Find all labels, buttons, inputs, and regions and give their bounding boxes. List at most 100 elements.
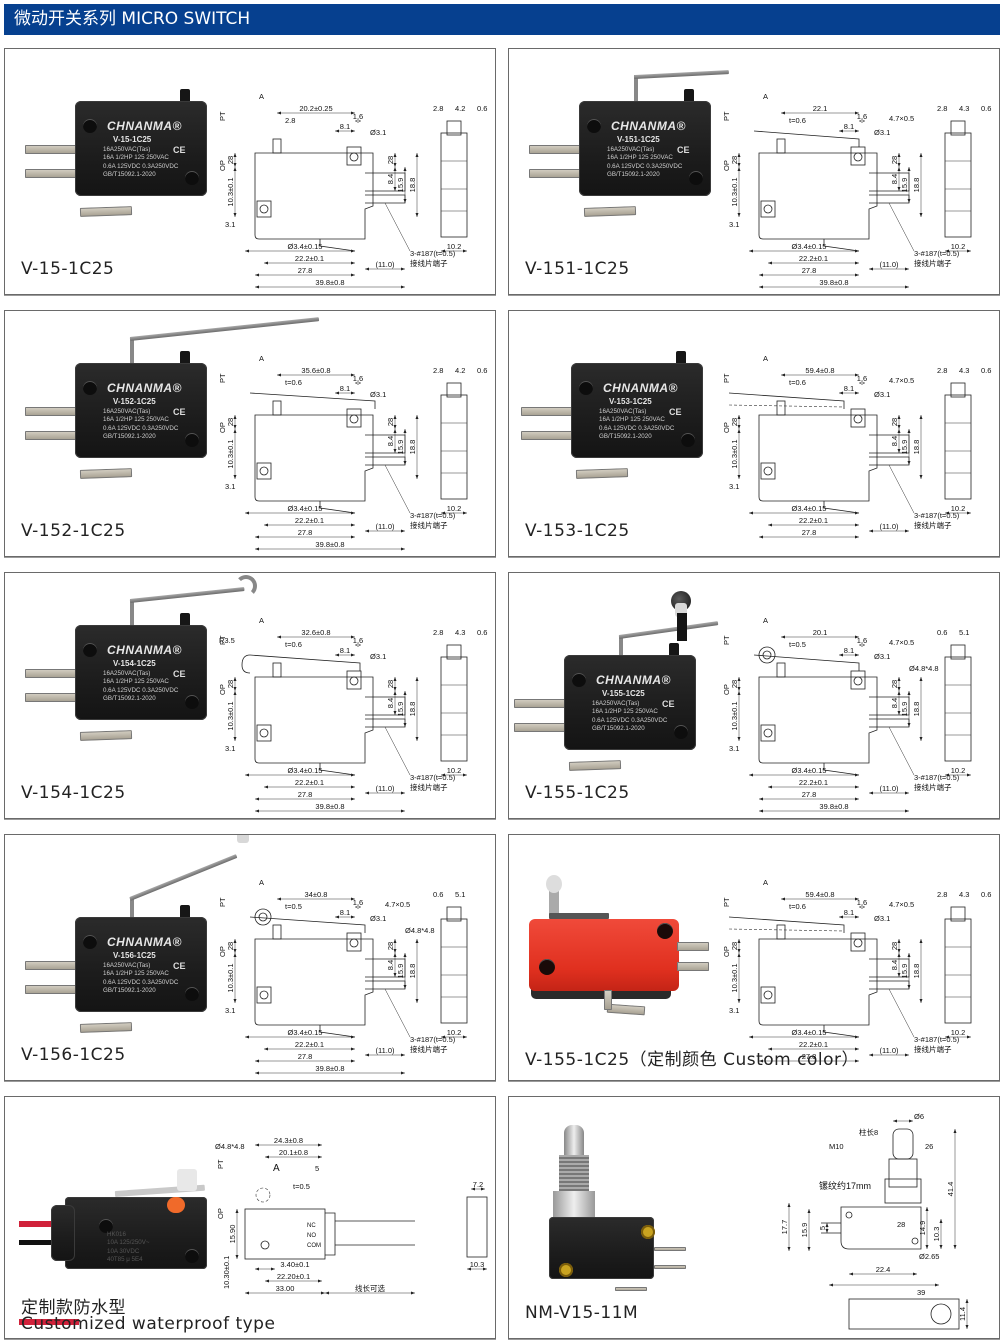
roller-axle <box>762 650 772 660</box>
operating-position-label: OP <box>722 946 731 957</box>
side-dimension-label: 2.8 <box>937 890 947 899</box>
dimension-label: 8.1 <box>844 384 854 393</box>
front-view: 59.4±0.8t=0.6A1.68.1Ø3.1PTOP2810.3±0.128… <box>722 878 960 1063</box>
actuation-point-label: A <box>763 878 768 887</box>
actuator-orange <box>167 1197 185 1213</box>
switch-body <box>529 919 679 991</box>
terminal <box>615 1287 647 1291</box>
hole-diameter-label: Ø3.1 <box>874 128 890 137</box>
dimension-label: 20.1 <box>813 628 828 637</box>
technical-drawing: 20.2±0.252.8A1.68.1Ø3.1PTOP2810.3±0.1288… <box>218 92 487 289</box>
dimension-label: 22.1 <box>813 104 828 113</box>
mount-boss <box>256 200 272 218</box>
mount-hole <box>674 725 688 739</box>
dimension-label: 10.3±0.1 <box>226 177 235 206</box>
side-plunger <box>950 120 966 136</box>
arrow-icon <box>335 391 355 395</box>
model-number: V-152-1C25 <box>113 397 156 406</box>
plunger <box>180 613 190 627</box>
dimension-label: (11.0) <box>375 260 395 269</box>
lever-hook <box>235 575 257 597</box>
dimension-label: 39.8±0.8 <box>315 1064 344 1073</box>
terminal-note: 3-#187(t=0.5) <box>410 511 456 520</box>
dimension-label: 10.2 <box>951 1028 966 1037</box>
switch-outline <box>254 676 374 764</box>
arrow-icon <box>897 415 901 429</box>
ce-mark: CE <box>662 699 675 709</box>
mount-boss <box>760 986 776 1004</box>
actuation-point-label: A <box>259 616 264 625</box>
terminal-bend <box>604 990 612 1010</box>
actuation-point-label: A <box>763 354 768 363</box>
dimension-label: 3.40±0.1 <box>280 1260 309 1269</box>
ce-mark: CE <box>677 145 690 155</box>
mount-boss <box>850 670 866 690</box>
arrow-icon <box>859 905 865 909</box>
side-dimension-label: 0.6 <box>937 628 947 637</box>
lever-pivot <box>619 635 623 657</box>
side-dimension-label: 4.3 <box>455 628 465 637</box>
dimension-label: 8.1 <box>340 384 350 393</box>
technical-drawing: 59.4±0.8t=0.6A1.68.1Ø3.1PTOP2810.3±0.128… <box>722 354 991 539</box>
side-dimension-label: 2.8 <box>937 366 947 375</box>
side-dimension-label: 0.6 <box>981 890 991 899</box>
dimension-label: 10.2 <box>447 766 462 775</box>
arrow-icon <box>907 691 911 727</box>
side-detail <box>441 160 467 212</box>
dimension-label: 28 <box>386 156 395 164</box>
dimension-label: (11.0) <box>375 784 395 793</box>
pretravel-label: PT <box>722 635 731 645</box>
plunger <box>776 400 786 416</box>
arrow-icon <box>255 1267 275 1271</box>
lever-pivot <box>130 337 134 365</box>
dimension-label: 26 <box>925 1142 933 1151</box>
cable-seal <box>51 1205 75 1261</box>
arrow-icon <box>869 791 909 795</box>
front-view: 35.6±0.8t=0.6A1.68.1Ø3.1PTOP2810.3±0.128… <box>218 354 456 551</box>
mount-hole <box>587 119 601 133</box>
arrow-icon <box>467 1267 487 1271</box>
dimension-label: 15.9 <box>800 1223 809 1238</box>
switch-outline <box>254 414 374 502</box>
dimension-label: 28 <box>897 1220 905 1229</box>
mount-hole <box>911 1237 919 1245</box>
dimension-label: t=0.5 <box>285 902 302 911</box>
brand-logo: CHNANMA® <box>107 119 182 133</box>
dimension-label: 15.9 <box>900 964 909 979</box>
product-label: V-151-1C25 <box>525 259 630 279</box>
arrow-icon <box>233 677 237 691</box>
dimension-label: 10.2 <box>951 766 966 775</box>
bottom-terminal <box>319 239 356 252</box>
dimension-label: 28 <box>386 418 395 426</box>
ce-mark: CE <box>173 407 186 417</box>
dimension-label: 27.8 <box>298 528 313 537</box>
bottom-terminal <box>823 763 860 776</box>
plunger <box>272 924 282 940</box>
arrow-icon <box>869 267 909 271</box>
dimension-label: 22.2±0.1 <box>295 1040 324 1049</box>
arrow-icon <box>355 643 361 647</box>
dimension-label: 20.1±0.8 <box>279 1148 308 1157</box>
operating-position-label: OP <box>722 422 731 433</box>
leader-line <box>888 464 915 514</box>
dimension-label: 15.90 <box>228 1225 237 1244</box>
terminal-note: 3-#187(t=0.5) <box>914 511 960 520</box>
terminal-nc <box>79 468 133 479</box>
lever-travel <box>728 928 845 932</box>
dimension-label: 28 <box>386 942 395 950</box>
leader-line <box>384 988 411 1038</box>
dimension-label: 10.3±0.1 <box>730 177 739 206</box>
arrow-icon <box>893 1119 913 1123</box>
dimension-label: Ø3.4±0.15 <box>288 242 323 251</box>
dimension-label: 柱长8 <box>859 1127 878 1137</box>
side-dimension-label: 5.1 <box>959 628 969 637</box>
dimension-label: 34±0.8 <box>305 890 328 899</box>
dimension-label: 8.4 <box>890 698 899 708</box>
mount-hole <box>260 1240 270 1250</box>
